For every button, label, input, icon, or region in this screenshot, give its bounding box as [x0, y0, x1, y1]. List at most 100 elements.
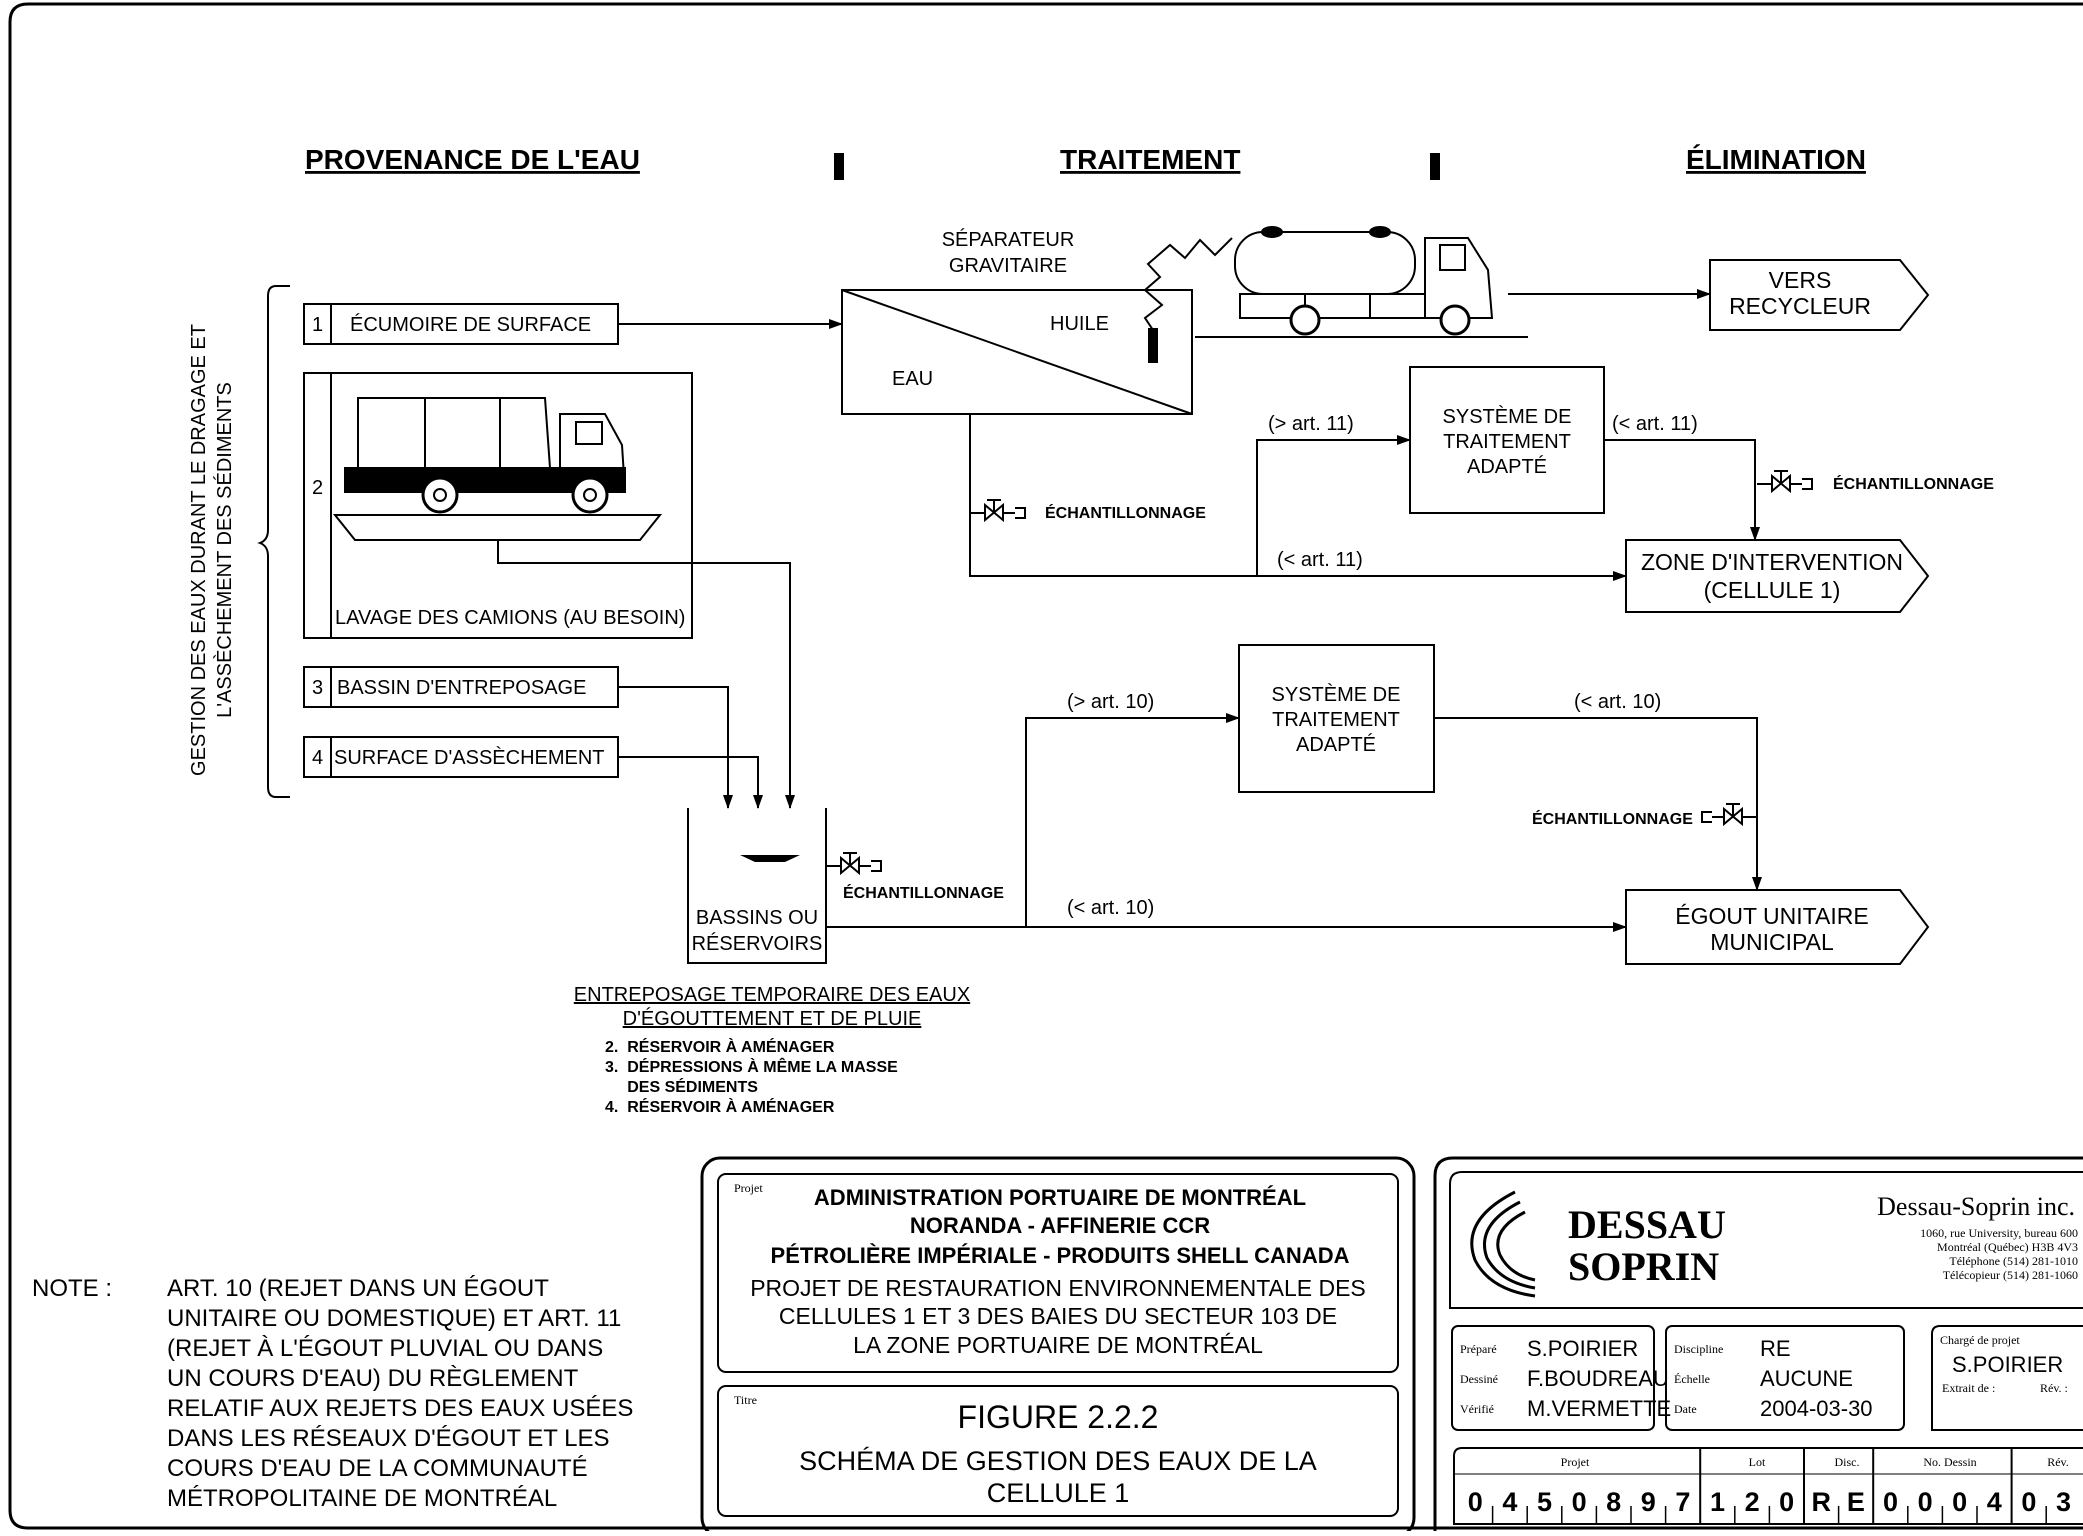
svg-text:UN COURS D'EAU) DU RÈGLEMENT: UN COURS D'EAU) DU RÈGLEMENT: [167, 1365, 579, 1392]
zone-destination: ZONE D'INTERVENTION (CELLULE 1): [1625, 539, 1930, 613]
source-4-box: 4 SURFACE D'ASSÈCHEMENT: [303, 736, 619, 778]
svg-text:ADMINISTRATION PORTUAIRE DE MO: ADMINISTRATION PORTUAIRE DE MONTRÉAL: [814, 1185, 1306, 1210]
svg-text:COURS D'EAU DE LA COMMUNAUTÉ: COURS D'EAU DE LA COMMUNAUTÉ: [167, 1455, 588, 1482]
svg-text:DES SÉDIMENTS: DES SÉDIMENTS: [605, 1077, 758, 1096]
drawing-number-digit: 5: [1537, 1487, 1552, 1517]
label-lt11-a: (< art. 11): [1612, 413, 1698, 435]
drawing-number-digit: 4: [1987, 1487, 2002, 1517]
treatment-system-2: SYSTÈME DE TRAITEMENT ADAPTÉ: [1238, 644, 1435, 793]
column-marker-1: [834, 153, 844, 180]
svg-text:Discipline: Discipline: [1674, 1342, 1723, 1356]
svg-text:PÉTROLIÈRE IMPÉRIALE - PRODUIT: PÉTROLIÈRE IMPÉRIALE - PRODUITS SHELL CA…: [771, 1243, 1350, 1268]
svg-text:HUILE: HUILE: [1050, 313, 1109, 335]
header-source: PROVENANCE DE L'EAU: [305, 144, 640, 175]
svg-text:S.POIRIER: S.POIRIER: [1952, 1352, 2063, 1377]
drawing-number-digit: 0: [2021, 1487, 2036, 1517]
svg-text:LAVAGE DES CAMIONS (AU BESOIN): LAVAGE DES CAMIONS (AU BESOIN): [335, 607, 685, 629]
svg-text:2004-03-30: 2004-03-30: [1760, 1396, 1873, 1421]
sampling-label-2: ÉCHANTILLONNAGE: [1833, 474, 1994, 493]
svg-text:RÉSERVOIRS: RÉSERVOIRS: [692, 932, 823, 955]
sampling-label-4: ÉCHANTILLONNAGE: [843, 883, 1004, 902]
dessau-soprin-logo: [1470, 1190, 1536, 1298]
drawing-number-digit: 0: [1779, 1487, 1794, 1517]
flow-lines: [497, 289, 1762, 932]
svg-text:TRAITEMENT: TRAITEMENT: [1272, 709, 1400, 731]
svg-text:S.POIRIER: S.POIRIER: [1527, 1336, 1638, 1361]
svg-text:MUNICIPAL: MUNICIPAL: [1710, 929, 1834, 955]
svg-text:(CELLULE 1): (CELLULE 1): [1704, 577, 1841, 603]
svg-text:L'ASSÈCHEMENT DES SÉDIMENTS: L'ASSÈCHEMENT DES SÉDIMENTS: [213, 382, 236, 718]
svg-text:Extrait de :: Extrait de :: [1942, 1381, 1995, 1395]
svg-text:Rév.: Rév.: [2047, 1455, 2069, 1469]
svg-text:Échelle: Échelle: [1674, 1372, 1710, 1386]
svg-text:GESTION DES EAUX DURANT LE DRA: GESTION DES EAUX DURANT LE DRAGAGE ET: [188, 324, 210, 776]
svg-text:Vérifié: Vérifié: [1460, 1402, 1494, 1416]
drawing-number-digit: 7: [1675, 1487, 1690, 1517]
svg-text:ÉGOUT UNITAIRE: ÉGOUT UNITAIRE: [1675, 903, 1868, 929]
svg-text:EAU: EAU: [892, 368, 933, 390]
drawing-number-digit: 4: [1502, 1487, 1517, 1517]
drawing-number-digit: 8: [1606, 1487, 1621, 1517]
svg-text:FIGURE 2.2.2: FIGURE 2.2.2: [958, 1399, 1159, 1435]
svg-text:1060, rue University, bureau 6: 1060, rue University, bureau 600: [1920, 1226, 2078, 1240]
svg-text:SOPRIN: SOPRIN: [1568, 1244, 1719, 1289]
svg-text:1: 1: [312, 314, 323, 336]
svg-text:Projet: Projet: [734, 1181, 763, 1195]
drawing-number-digit: 0: [1952, 1487, 1967, 1517]
svg-text:F.BOUDREAU: F.BOUDREAU: [1527, 1366, 1669, 1391]
drawing-number-digit: R: [1812, 1487, 1832, 1517]
sampling-valve-icon: [1757, 470, 1813, 494]
svg-text:ART. 10 (REJET DANS UN ÉGOUT: ART. 10 (REJET DANS UN ÉGOUT: [167, 1275, 549, 1302]
drawing-number-digit: 3: [2056, 1487, 2071, 1517]
svg-text:ZONE D'INTERVENTION: ZONE D'INTERVENTION: [1641, 549, 1903, 575]
svg-text:No. Dessin: No. Dessin: [1923, 1455, 1976, 1469]
svg-text:M.VERMETTE: M.VERMETTE: [1527, 1396, 1671, 1421]
svg-text:Disc.: Disc.: [1835, 1455, 1860, 1469]
svg-text:Télécopieur (514) 281-1060: Télécopieur (514) 281-1060: [1943, 1268, 2078, 1282]
drawing-number-digit: 1: [1710, 1487, 1725, 1517]
svg-text:4. RÉSERVOIR À AMÉNAGER: 4. RÉSERVOIR À AMÉNAGER: [605, 1097, 835, 1116]
treatment-system-1: SYSTÈME DE TRAITEMENT ADAPTÉ: [1409, 366, 1605, 514]
recycler-destination: VERS RECYCLEUR: [1709, 259, 1930, 331]
svg-text:VERS: VERS: [1769, 267, 1832, 293]
svg-text:RE: RE: [1760, 1336, 1791, 1361]
svg-text:D'ÉGOUTTEMENT ET DE PLUIE: D'ÉGOUTTEMENT ET DE PLUIE: [623, 1007, 922, 1030]
storage-notes: ENTREPOSAGE TEMPORAIRE DES EAUX D'ÉGOUTT…: [574, 984, 970, 1116]
svg-text:4: 4: [312, 747, 323, 769]
sampling-valve-icon: [970, 499, 1026, 523]
drawing-number-digit: 0: [1918, 1487, 1933, 1517]
svg-text:NOTE :: NOTE :: [32, 1275, 112, 1302]
svg-text:Rév. :: Rév. :: [2040, 1381, 2068, 1395]
svg-text:Projet: Projet: [1561, 1455, 1590, 1469]
svg-text:SYSTÈME DE: SYSTÈME DE: [1272, 683, 1401, 706]
svg-text:3: 3: [312, 677, 323, 699]
drawing-number-digit: 9: [1641, 1487, 1656, 1517]
svg-text:UNITAIRE OU DOMESTIQUE) ET ART: UNITAIRE OU DOMESTIQUE) ET ART. 11: [167, 1305, 621, 1332]
svg-text:ENTREPOSAGE TEMPORAIRE DES EAU: ENTREPOSAGE TEMPORAIRE DES EAUX: [574, 984, 970, 1006]
source-3-box: 3 BASSIN D'ENTREPOSAGE: [303, 666, 619, 708]
side-brace: [257, 285, 290, 798]
svg-text:Chargé de projet: Chargé de projet: [1940, 1333, 2020, 1347]
basin: BASSINS OU RÉSERVOIRS: [687, 808, 827, 964]
svg-text:AUCUNE: AUCUNE: [1760, 1366, 1853, 1391]
svg-text:SÉPARATEUR: SÉPARATEUR: [942, 228, 1075, 251]
svg-text:Préparé: Préparé: [1460, 1342, 1497, 1356]
svg-text:SURFACE D'ASSÈCHEMENT: SURFACE D'ASSÈCHEMENT: [334, 746, 605, 769]
label-lt11-b: (< art. 11): [1277, 549, 1363, 571]
svg-text:Lot: Lot: [1749, 1455, 1766, 1469]
drawing-number-digit: 0: [1468, 1487, 1483, 1517]
svg-text:Date: Date: [1674, 1402, 1697, 1416]
column-marker-2: [1430, 153, 1440, 180]
sampling-valve-icon: [826, 852, 882, 876]
svg-text:MÉTROPOLITAINE DE MONTRÉAL: MÉTROPOLITAINE DE MONTRÉAL: [167, 1485, 557, 1512]
header-treatment: TRAITEMENT: [1060, 144, 1240, 175]
tanker-truck-icon: [1195, 226, 1528, 338]
svg-text:3. DÉPRESSIONS À MÊME LA MASS: 3. DÉPRESSIONS À MÊME LA MASSE: [605, 1057, 898, 1076]
drawing-number-digit: E: [1847, 1487, 1865, 1517]
svg-text:SYSTÈME DE: SYSTÈME DE: [1443, 405, 1572, 428]
svg-text:ADAPTÉ: ADAPTÉ: [1296, 733, 1376, 756]
drawing-number-digit: 2: [1745, 1487, 1760, 1517]
svg-text:ÉCUMOIRE DE SURFACE: ÉCUMOIRE DE SURFACE: [350, 313, 591, 336]
